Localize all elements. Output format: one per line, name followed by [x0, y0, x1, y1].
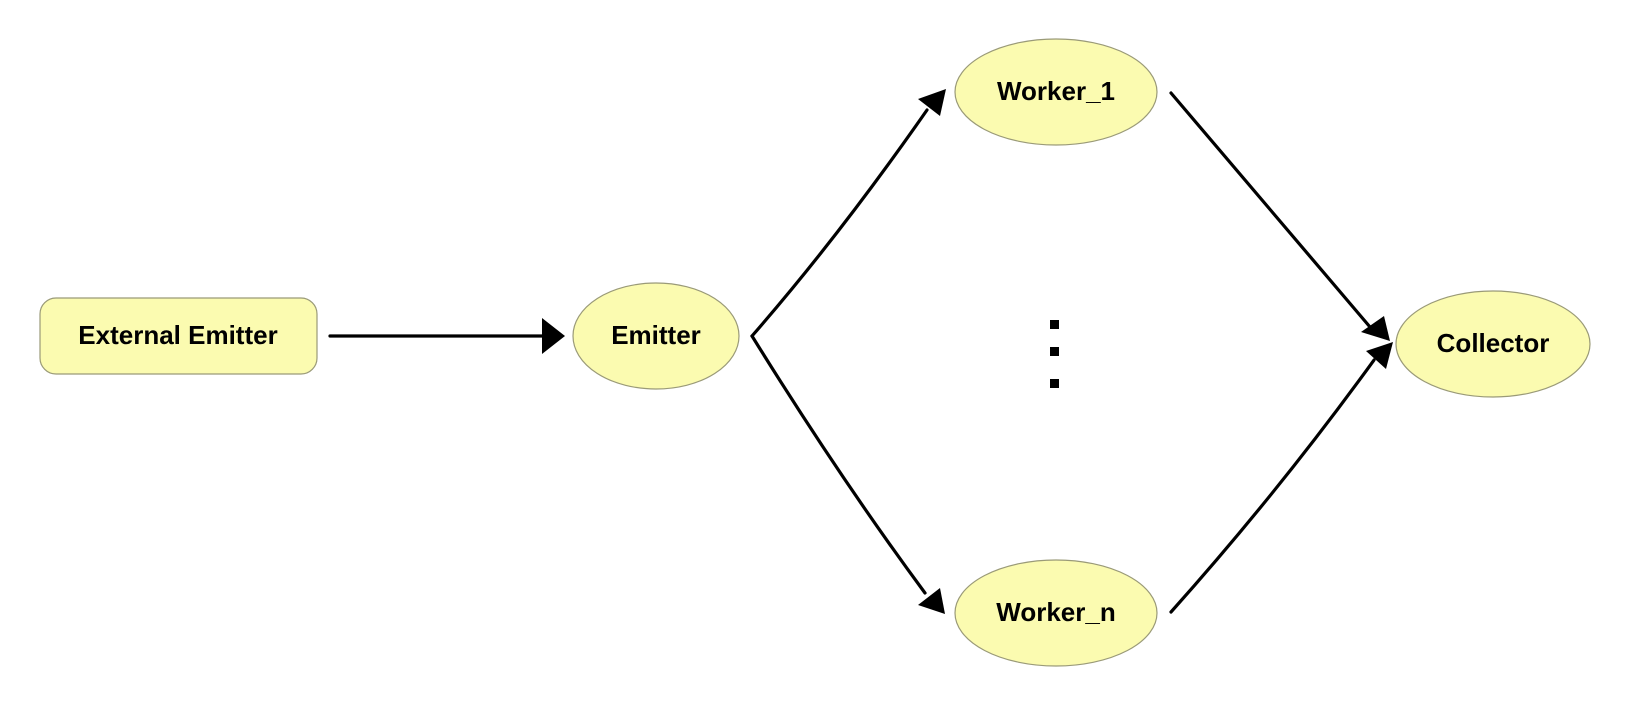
node-external-emitter-shape: [39, 297, 318, 375]
node-external-emitter: External Emitter: [39, 297, 318, 375]
node-external-emitter-label: External Emitter: [78, 320, 277, 350]
arrowhead-worker-1: [918, 89, 946, 116]
edge-worker-1-to-collector: [1169, 91, 1372, 329]
ellipsis-dot: [1050, 379, 1059, 388]
edge-emitter-to-worker-1: [750, 108, 929, 338]
node-worker-1-shape: [954, 38, 1158, 146]
node-worker-1: Worker_1: [954, 38, 1158, 146]
node-collector: Collector: [1395, 290, 1591, 398]
node-worker-n: Worker_n: [954, 559, 1158, 667]
node-worker-n-shape: [954, 559, 1158, 667]
node-emitter-label: Emitter: [611, 320, 701, 350]
node-collector-shape: [1395, 290, 1591, 398]
arrowhead-collector-top: [1361, 316, 1390, 341]
ellipsis-dot: [1050, 320, 1059, 329]
node-worker-n-label: Worker_n: [996, 597, 1115, 627]
node-worker-1-label: Worker_1: [997, 76, 1115, 106]
node-collector-label: Collector: [1437, 328, 1550, 358]
ellipsis-dot: [1050, 347, 1059, 356]
edges: [328, 89, 1393, 614]
edge-emitter-to-worker-n: [750, 334, 927, 595]
arrowhead-emitter: [542, 318, 565, 354]
arrowhead-collector-bottom: [1366, 342, 1393, 369]
arrowhead-worker-n: [918, 588, 945, 614]
workers-ellipsis: [1050, 320, 1059, 388]
node-emitter-shape: [572, 282, 740, 390]
node-emitter: Emitter: [572, 282, 740, 390]
edge-worker-n-to-collector: [1169, 358, 1376, 614]
